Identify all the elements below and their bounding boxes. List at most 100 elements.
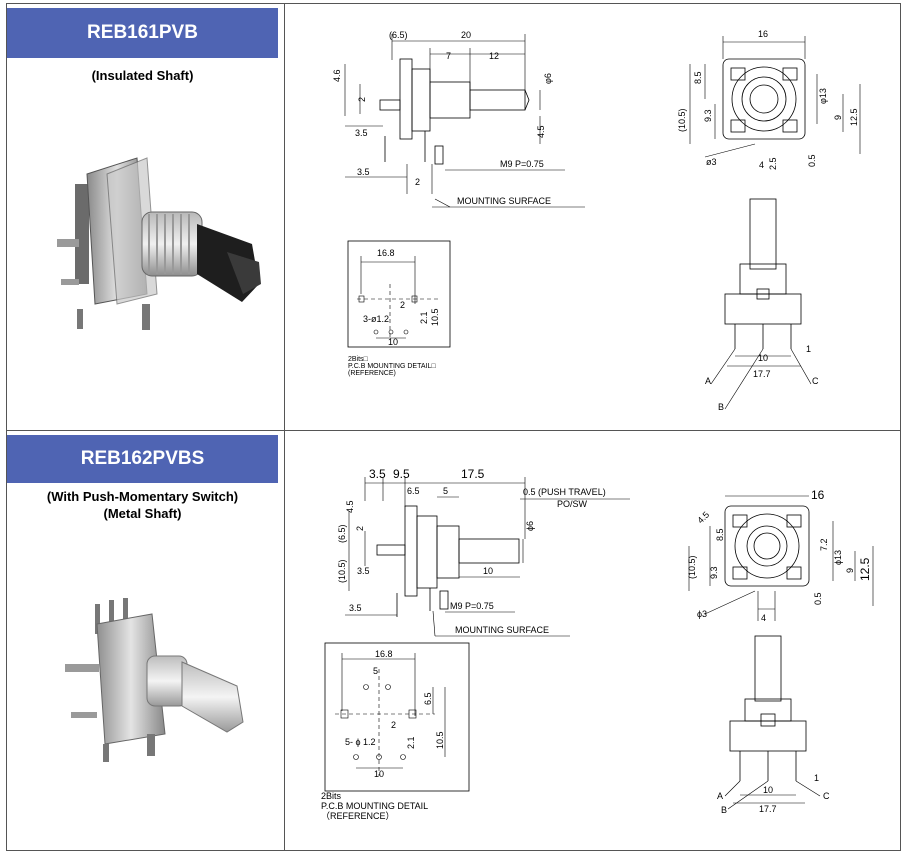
product-description-line: (With Push-Momentary Switch) [46, 489, 239, 504]
pcb-dim-label: 5 [373, 666, 378, 676]
pin-dim-label: 1 [806, 344, 811, 354]
dim-label: 9.3 [709, 566, 719, 579]
product-photo-2 [65, 598, 244, 762]
dim-label: (10.5) [677, 108, 687, 132]
dim-label: φ13 [818, 88, 828, 104]
dim-label: 3.5 [357, 566, 370, 576]
front-view-2 [688, 495, 874, 621]
dim-label: 5 [443, 486, 448, 496]
dim-label: 2 [355, 526, 365, 531]
pcb-detail-box-1 [347, 240, 451, 348]
pin-view-1 [710, 198, 812, 410]
pin-label-a: A [717, 791, 723, 801]
dim-label: (10.5) [337, 559, 347, 583]
pcb-detail-lines-2 [335, 653, 446, 776]
pin-label-c: C [823, 791, 830, 801]
mounting-surface-label: MOUNTING SURFACE [457, 196, 551, 206]
dim-label: 16 [811, 488, 825, 502]
product-description-line: (Insulated Shaft) [91, 68, 194, 83]
dim-label: 4 [761, 613, 766, 623]
pcb-dim-label: 16.8 [375, 649, 393, 659]
pin-label-a: A [705, 376, 711, 386]
pcb-dim-label: 10 [388, 337, 398, 347]
pcb-caption: P.C.B MOUNTING DETAIL□ [348, 363, 436, 370]
pcb-dim-label: 16.8 [377, 248, 395, 258]
dim-label: 12.5 [849, 108, 859, 126]
dim-label: 0.5 [813, 592, 823, 605]
front-view-1 [689, 36, 861, 158]
dim-label: 16 [758, 29, 768, 39]
product-title-1: REB161PVB [7, 8, 278, 58]
dim-label: 8.5 [693, 71, 703, 84]
pin-dim-label: 1 [814, 773, 819, 783]
dim-label: 4 [759, 160, 764, 170]
dim-label: 10 [483, 566, 493, 576]
dim-label: 6.5 [407, 486, 420, 496]
pin-view-2 [724, 635, 821, 810]
pcb-caption: 2Bits□ [348, 356, 369, 363]
pin-label-b: B [718, 402, 724, 412]
dim-label: 3.5 [357, 167, 370, 177]
dim-label: (6.5) [337, 524, 347, 543]
pcb-dim-label: 2 [391, 720, 396, 730]
dim-label: ϕ6 [525, 521, 535, 531]
push-travel-label: 0.5 (PUSH TRAVEL) [523, 487, 606, 497]
dim-label: 12 [489, 51, 499, 61]
dim-label: (6.5) [389, 30, 408, 40]
pcb-detail-box-2 [324, 642, 470, 792]
pcb-caption: （REFERENCE） [321, 811, 395, 821]
dim-label: (10.5) [687, 555, 697, 579]
pin-label-c: C [812, 376, 819, 386]
side-view-dims-lines-1 [344, 34, 585, 208]
pcb-caption: P.C.B MOUNTING DETAIL [321, 801, 428, 811]
dim-label: 4.5 [536, 125, 546, 138]
dim-label: 4.6 [332, 69, 342, 82]
dim-label: 12.5 [858, 557, 872, 581]
pcb-dim-label: 10 [374, 769, 384, 779]
product-description-1: (Insulated Shaft) [7, 67, 278, 84]
drawings-reb161pvb: (6.5) 20 7 12 4.6 2 3.5 3.5 φ6 4.5 2 M9 … [332, 29, 861, 412]
pin-dim-label: 10 [758, 353, 768, 363]
pcb-dim-label: 6.5 [423, 692, 433, 705]
dim-label: 4.5 [695, 509, 711, 525]
row-divider [7, 430, 900, 431]
pcb-caption: 2Bits [321, 791, 342, 801]
hole-label: ϕ3 [697, 609, 707, 619]
dim-label: 7.2 [819, 538, 829, 551]
pcb-dim-label: 2.1 [406, 736, 416, 749]
pcb-dim-label: 5- ϕ 1.2 [345, 737, 376, 747]
dim-label: 9.5 [393, 467, 410, 481]
product-photo-1 [57, 157, 261, 330]
pin-dim-label: 17.7 [759, 804, 777, 814]
thread-label: M9 P=0.75 [500, 159, 544, 169]
dim-label: 4.5 [345, 500, 355, 513]
dim-label: 2.5 [768, 157, 778, 170]
side-view-body-2 [376, 505, 520, 617]
dim-label: 0.5 [807, 154, 817, 167]
pcb-detail-lines-1 [357, 256, 440, 339]
pcb-dim-label: 2.1 [419, 311, 429, 324]
product-description-line: (Metal Shaft) [103, 506, 182, 521]
pin-label-b: B [721, 805, 727, 815]
dim-label: 9 [833, 115, 843, 120]
dim-label: 17.5 [461, 467, 485, 481]
pcb-caption: (REFERENCE) [348, 370, 396, 377]
dim-label: 20 [461, 30, 471, 40]
product-title-2: REB162PVBS [7, 435, 278, 483]
dim-label: 2 [415, 177, 420, 187]
dim-label: ϕ13 [833, 550, 843, 565]
pcb-dim-label: 10.5 [430, 308, 440, 326]
dim-label: 9.3 [703, 109, 713, 122]
drawings-reb162pvbs: 3.5 9.5 17.5 6.5 5 0.5 (PUSH TRAVEL) PO/… [321, 467, 874, 821]
pin-dim-label: 17.7 [753, 369, 771, 379]
column-divider [284, 4, 285, 850]
pcb-dim-label: 2 [400, 300, 405, 310]
pin-dim-label: 10 [763, 785, 773, 795]
product-description-2: (With Push-Momentary Switch) (Metal Shaf… [7, 488, 278, 522]
dim-label: 3.5 [355, 128, 368, 138]
po-sw-label: PO/SW [557, 499, 588, 509]
dim-label: 8.5 [715, 528, 725, 541]
thread-label: M9 P=0.75 [450, 601, 494, 611]
dim-label: φ6 [543, 73, 553, 84]
